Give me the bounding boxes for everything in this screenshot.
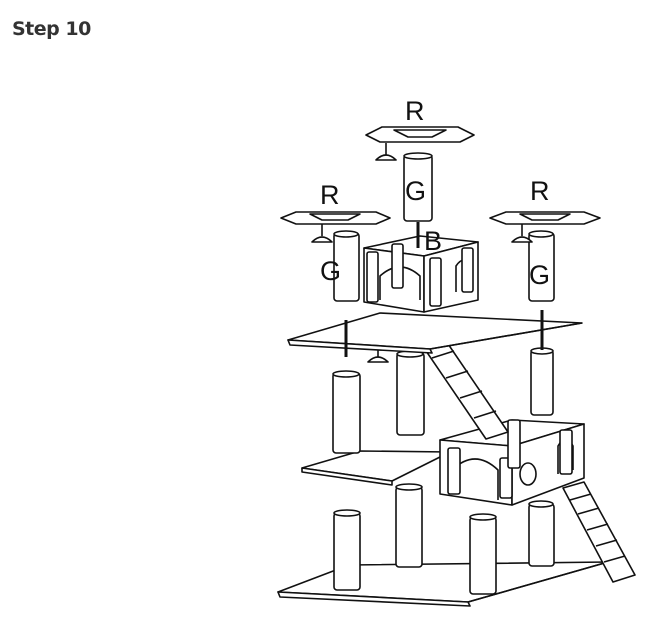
base-board (277, 561, 609, 607)
label-left-platform: R (320, 180, 340, 210)
top-center-hardware (375, 143, 397, 161)
large-platform (287, 312, 583, 354)
label-left-post: G (320, 256, 341, 286)
right-side-post (528, 230, 555, 302)
lower-condo-box (439, 419, 585, 506)
middle-ladder-ramp (421, 337, 509, 440)
left-side-post (333, 230, 360, 302)
label-top-platform: R (405, 96, 425, 126)
step-title: Step 10 (12, 18, 91, 40)
bottom-post-3 (469, 513, 497, 595)
middle-post-2 (396, 350, 425, 436)
bottom-post-1 (333, 509, 361, 591)
label-top-post: G (405, 176, 426, 206)
label-right-post: G (529, 260, 550, 290)
left-top-hardware (311, 224, 333, 243)
middle-platform (301, 450, 451, 486)
middle-post-1 (332, 370, 361, 454)
top-center-platform (365, 126, 475, 143)
bottom-ladder-ramp (562, 481, 636, 583)
middle-post-3 (530, 347, 554, 416)
bottom-post-2 (395, 483, 423, 568)
upper-condo-box (363, 235, 479, 313)
bottom-post-4 (528, 500, 555, 567)
top-post (403, 152, 433, 222)
left-top-platform (280, 211, 391, 225)
label-right-platform: R (530, 176, 550, 206)
right-top-hardware (511, 224, 533, 243)
label-condo-connector: B (424, 226, 442, 256)
right-top-platform (489, 211, 601, 225)
